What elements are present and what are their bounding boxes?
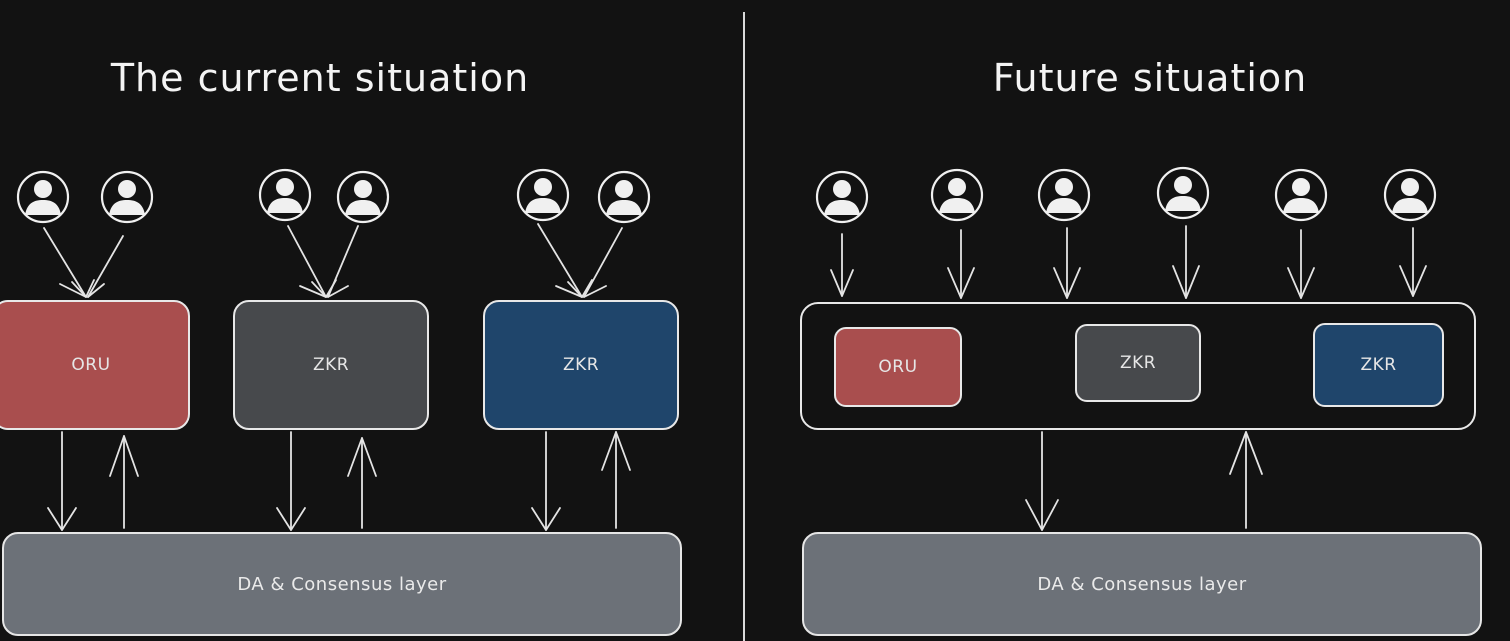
layer-label: DA & Consensus layer xyxy=(237,573,447,595)
rollup-box-zkr: ZKR xyxy=(483,300,679,430)
da-consensus-layer: DA & Consensus layer xyxy=(802,532,1482,636)
user-icon xyxy=(1037,168,1091,222)
user-icon xyxy=(815,170,869,224)
rollup-label: ZKR xyxy=(1360,355,1397,375)
rollup-box-zkr: ZKR xyxy=(233,300,429,430)
rollup-box-oru: ORU xyxy=(0,300,190,430)
shared-sequencer-group xyxy=(800,302,1476,430)
left-panel-title: The current situation xyxy=(110,56,530,100)
user-icon xyxy=(516,168,570,222)
right-panel-title: Future situation xyxy=(992,56,1308,100)
user-icon xyxy=(1383,168,1437,222)
user-to-zkr-arrows xyxy=(287,225,359,298)
rollup-label: ZKR xyxy=(312,355,350,375)
user-icon xyxy=(336,170,390,224)
user-icon xyxy=(597,170,651,224)
user-icon xyxy=(1156,166,1210,220)
user-icon xyxy=(258,168,312,222)
rollup-box-zkr: ZKR xyxy=(1075,324,1201,402)
rollup-box-oru: ORU xyxy=(834,327,962,407)
user-icon xyxy=(100,170,154,224)
user-to-oru-arrows xyxy=(43,227,124,298)
rollup-to-layer-arrows xyxy=(47,431,631,531)
rollup-label: ZKR xyxy=(1119,353,1157,373)
layer-label: DA & Consensus layer xyxy=(1037,573,1247,595)
user-icon xyxy=(1274,168,1328,222)
users-to-group-arrows xyxy=(830,225,1427,299)
rollup-label: ORU xyxy=(878,357,918,377)
user-icon xyxy=(16,170,70,224)
user-icon xyxy=(930,168,984,222)
group-to-layer-arrows xyxy=(1025,431,1263,531)
user-to-zkr-blue-arrows xyxy=(537,223,623,298)
rollup-box-zkr: ZKR xyxy=(1313,323,1444,407)
rollup-label: ZKR xyxy=(562,355,600,375)
da-consensus-layer: DA & Consensus layer xyxy=(2,532,682,636)
rollup-label: ORU xyxy=(71,355,111,375)
